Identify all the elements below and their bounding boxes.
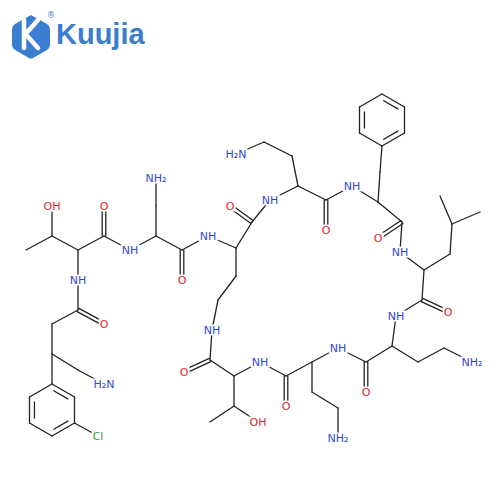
atom-label: O xyxy=(361,387,372,398)
atom-label: O xyxy=(321,225,332,236)
logo-icon xyxy=(0,0,60,64)
single-bond xyxy=(404,107,405,133)
single-bond xyxy=(235,248,236,276)
single-bond xyxy=(359,107,360,133)
single-bond xyxy=(382,94,405,107)
aromatic-bond xyxy=(384,131,398,139)
single-bond xyxy=(26,236,52,250)
aromatic-bond xyxy=(54,391,68,399)
single-bond xyxy=(52,384,75,397)
aromatic-bond xyxy=(364,112,365,128)
single-bond xyxy=(292,156,298,186)
single-bond xyxy=(382,133,405,146)
single-bond xyxy=(422,270,424,300)
atom-label: NH xyxy=(199,231,218,242)
atom-label: OH xyxy=(43,201,62,212)
aromatic-bond xyxy=(54,421,68,429)
registered-mark: ® xyxy=(47,12,55,20)
aromatic-bond xyxy=(34,402,35,418)
single-bond xyxy=(418,348,444,362)
single-bond xyxy=(210,406,234,422)
atom-label: NH xyxy=(69,275,88,286)
atom-label: O xyxy=(225,201,236,212)
single-bond xyxy=(360,133,383,146)
aromatic-bond xyxy=(384,101,398,109)
atom-label: NH xyxy=(329,343,348,354)
atom-label: NH xyxy=(387,311,406,322)
single-bond xyxy=(380,146,382,172)
single-bond xyxy=(312,392,338,408)
atom-label: O xyxy=(99,319,110,330)
single-bond xyxy=(52,236,78,250)
single-bond xyxy=(155,206,156,236)
atom-label: O xyxy=(373,233,384,244)
logo-text: Kuujia xyxy=(56,20,145,49)
single-bond xyxy=(366,346,392,362)
single-bond xyxy=(156,236,182,250)
single-bond xyxy=(424,254,450,270)
atom-label: O xyxy=(281,401,292,412)
atom-label: O xyxy=(177,275,188,286)
single-bond xyxy=(378,202,402,222)
single-bond xyxy=(74,397,75,423)
atom-label: NH xyxy=(121,245,140,256)
atom-label: H₂N xyxy=(93,379,116,390)
single-bond xyxy=(450,224,452,254)
atom-label: NH₂ xyxy=(461,357,484,368)
single-bond xyxy=(236,222,252,248)
single-bond xyxy=(440,196,452,224)
single-bond xyxy=(360,94,383,107)
atom-label: H₂N xyxy=(225,149,248,160)
atom-label: NH xyxy=(251,357,270,368)
atom-label: NH₂ xyxy=(327,433,350,444)
single-bond xyxy=(52,423,75,436)
atom-label: Cl xyxy=(92,431,105,442)
single-bond xyxy=(286,362,312,376)
single-bond xyxy=(452,212,480,224)
atom-label: O xyxy=(179,367,190,378)
single-bond xyxy=(29,397,30,423)
single-bond xyxy=(30,384,53,397)
single-bond xyxy=(51,324,52,354)
single-bond xyxy=(378,172,380,202)
single-bond xyxy=(298,186,326,200)
single-bond xyxy=(218,276,236,300)
atom-label: OH xyxy=(249,417,268,428)
single-bond xyxy=(264,142,292,156)
single-bond xyxy=(51,354,52,384)
single-bond xyxy=(52,310,78,324)
single-bond xyxy=(78,236,104,250)
atom-label: NH xyxy=(203,325,222,336)
single-bond xyxy=(311,362,312,392)
atom-label: O xyxy=(99,201,110,212)
single-bond xyxy=(392,346,418,362)
single-bond xyxy=(210,360,234,376)
single-bond xyxy=(30,423,53,436)
single-bond xyxy=(52,354,78,370)
single-bond xyxy=(233,376,234,406)
atom-label: O xyxy=(443,307,454,318)
atom-label: NH xyxy=(343,181,362,192)
atom-label: NH₂ xyxy=(145,173,168,184)
atom-label: NH xyxy=(261,195,280,206)
atom-label: NH xyxy=(391,247,410,258)
